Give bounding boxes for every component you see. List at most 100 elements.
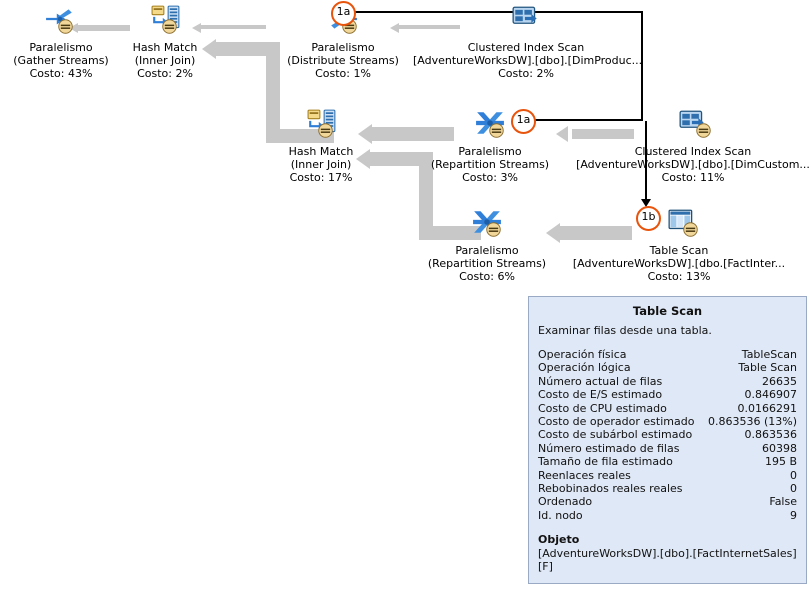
tooltip-property-value: 9 xyxy=(790,508,797,522)
tooltip-property-value: Table Scan xyxy=(738,361,797,375)
node-hash-match-top[interactable]: Hash Match (Inner Join) Costo: 2% xyxy=(115,4,215,80)
node-cost: Costo: 2% xyxy=(137,67,193,80)
connector-arrowhead xyxy=(546,223,560,243)
connector-arrowhead xyxy=(556,126,568,142)
tooltip-property-value: 0 xyxy=(790,468,797,482)
node-cost: Costo: 1% xyxy=(315,67,371,80)
annotation-line-1a-horizontal-top xyxy=(355,11,643,13)
tooltip-property-value: 60398 xyxy=(762,441,797,455)
node-label-line2: (Repartition Streams) xyxy=(430,158,550,171)
tooltip-property-row: Costo de CPU estimado 0.0166291 xyxy=(538,402,797,415)
node-table-scan[interactable]: Table Scan [AdventureWorksDW].[dbo.[Fact… xyxy=(568,207,790,283)
tooltip-property-row: Ordenado False xyxy=(538,495,797,508)
node-distribute-streams[interactable]: Paralelismo (Distribute Streams) Costo: … xyxy=(275,4,411,80)
tooltip-property-value: TableScan xyxy=(741,348,797,361)
node-gather-streams[interactable]: Paralelismo (Gather Streams) Costo: 43% xyxy=(6,4,116,80)
tooltip-property-row: Reenlaces reales 0 xyxy=(538,469,797,482)
annotation-line-1b-vertical xyxy=(645,121,647,202)
connector-arrowhead xyxy=(192,23,201,33)
annotation-line-1a-vertical xyxy=(641,11,643,121)
connector-hashmatchmid-to-hashmatchtop-horizontal-bottom xyxy=(266,129,334,143)
tooltip-property-value: 0.863536 xyxy=(744,428,798,442)
node-clustered-index-scan-product[interactable]: Clustered Index Scan [AdventureWorksDW].… xyxy=(413,4,643,80)
node-label-line1: Paralelismo xyxy=(455,244,519,257)
tooltip-property-key: Operación física xyxy=(538,348,627,361)
annotation-badge-1b: 1b xyxy=(636,206,661,231)
node-label-line1: Hash Match xyxy=(288,145,354,158)
connector-tablescan-to-repartitionlow xyxy=(560,226,632,240)
annotation-line-1a-horizontal-mid xyxy=(533,119,643,121)
annotation-arrowhead-1b xyxy=(641,199,651,207)
node-repartition-streams-low[interactable]: Paralelismo (Repartition Streams) Costo:… xyxy=(417,207,557,283)
tooltip-description: Examinar filas desde una tabla. xyxy=(538,324,712,337)
connector-arrowhead xyxy=(69,23,78,33)
tooltip-property-row: Número estimado de filas 60398 xyxy=(538,442,797,455)
connector-distribute-to-hashmatch xyxy=(200,25,266,29)
node-label-line1: Paralelismo xyxy=(29,41,93,54)
tooltip-property-key: Costo de CPU estimado xyxy=(538,401,667,415)
node-label-line1: Clustered Index Scan xyxy=(634,145,752,158)
connector-hashmatchmid-to-hashmatchtop-horizontal-top xyxy=(216,42,280,56)
tooltip-title: Table Scan xyxy=(632,304,703,318)
tooltip-property-key: Costo de subárbol estimado xyxy=(538,428,693,442)
node-label-line2: [AdventureWorksDW].[dbo].[DimCustom... xyxy=(576,158,810,171)
node-label-line2: (Inner Join) xyxy=(134,54,196,67)
table-scan-icon xyxy=(656,207,702,241)
connector-cixproduct-to-distribute xyxy=(398,25,460,29)
connector-repartitionmid-to-hashmatchmid xyxy=(372,127,454,141)
tooltip-property-key: Tamaño de fila estimado xyxy=(538,455,673,469)
node-repartition-streams-mid[interactable]: Paralelismo (Repartition Streams) Costo:… xyxy=(420,108,560,184)
tooltip-property-value: 0.846907 xyxy=(744,388,798,402)
node-label-line2: (Gather Streams) xyxy=(13,54,109,67)
node-label-line2: (Repartition Streams) xyxy=(427,257,547,270)
tooltip-property-row: Costo de subárbol estimado 0.863536 xyxy=(538,428,797,441)
tooltip-section-label: Objeto xyxy=(538,533,580,547)
parallelism-repartition-icon xyxy=(467,108,513,142)
node-label-line1: Paralelismo xyxy=(311,41,375,54)
node-label-line2: [AdventureWorksDW].[dbo].[DimProduc... xyxy=(413,54,643,67)
operator-tooltip-panel: Table Scan Examinar filas desde una tabl… xyxy=(528,296,807,584)
node-hash-match-mid[interactable]: Hash Match (Inner Join) Costo: 17% xyxy=(271,108,371,184)
connector-arrowhead xyxy=(356,149,370,169)
node-cost: Costo: 43% xyxy=(29,67,93,80)
tooltip-property-key: Número actual de filas xyxy=(538,374,663,388)
tooltip-property-value: 0 xyxy=(790,482,797,496)
node-cost: Costo: 2% xyxy=(498,67,554,80)
node-label-line1: Hash Match xyxy=(132,41,198,54)
connector-arrowhead xyxy=(358,124,372,144)
parallelism-gather-icon xyxy=(38,4,84,38)
tooltip-property-key: Ordenado xyxy=(538,495,593,509)
node-cost: Costo: 11% xyxy=(661,171,725,184)
tooltip-property-value: 195 B xyxy=(764,455,797,469)
parallelism-repartition-icon xyxy=(464,207,510,241)
node-label-line1: Table Scan xyxy=(649,244,709,257)
tooltip-property-value: 0.0166291 xyxy=(737,401,798,415)
tooltip-property-key: Reenlaces reales xyxy=(538,468,631,482)
node-cost: Costo: 13% xyxy=(647,270,711,283)
connector-hashmatchmid-to-hashmatchtop-vertical xyxy=(266,42,280,143)
connector-cixcustomer-to-repartitionmid xyxy=(572,129,634,139)
tooltip-property-row: Costo de E/S estimado 0.846907 xyxy=(538,388,797,401)
hash-match-icon xyxy=(298,108,344,142)
tooltip-property-key: Número estimado de filas xyxy=(538,441,680,455)
tooltip-object-value: [AdventureWorksDW].[dbo].[FactInternetSa… xyxy=(538,547,797,574)
node-label-line1: Clustered Index Scan xyxy=(467,41,585,54)
node-cost: Costo: 6% xyxy=(459,270,515,283)
clustered-index-scan-icon xyxy=(670,108,716,142)
connector-hashmatch-to-gather xyxy=(78,25,130,31)
tooltip-property-key: Costo de E/S estimado xyxy=(538,388,663,402)
annotation-badge-1a-mid: 1a xyxy=(511,109,536,134)
connector-repartitionlow-to-hashmatchmid-vertical xyxy=(419,152,433,240)
node-label-line2: (Distribute Streams) xyxy=(287,54,399,67)
node-cost: Costo: 3% xyxy=(462,171,518,184)
clustered-index-scan-icon xyxy=(503,4,549,38)
tooltip-property-value: False xyxy=(769,495,797,509)
node-label-line1: Paralelismo xyxy=(458,145,522,158)
node-clustered-index-scan-customer[interactable]: Clustered Index Scan [AdventureWorksDW].… xyxy=(575,108,811,184)
